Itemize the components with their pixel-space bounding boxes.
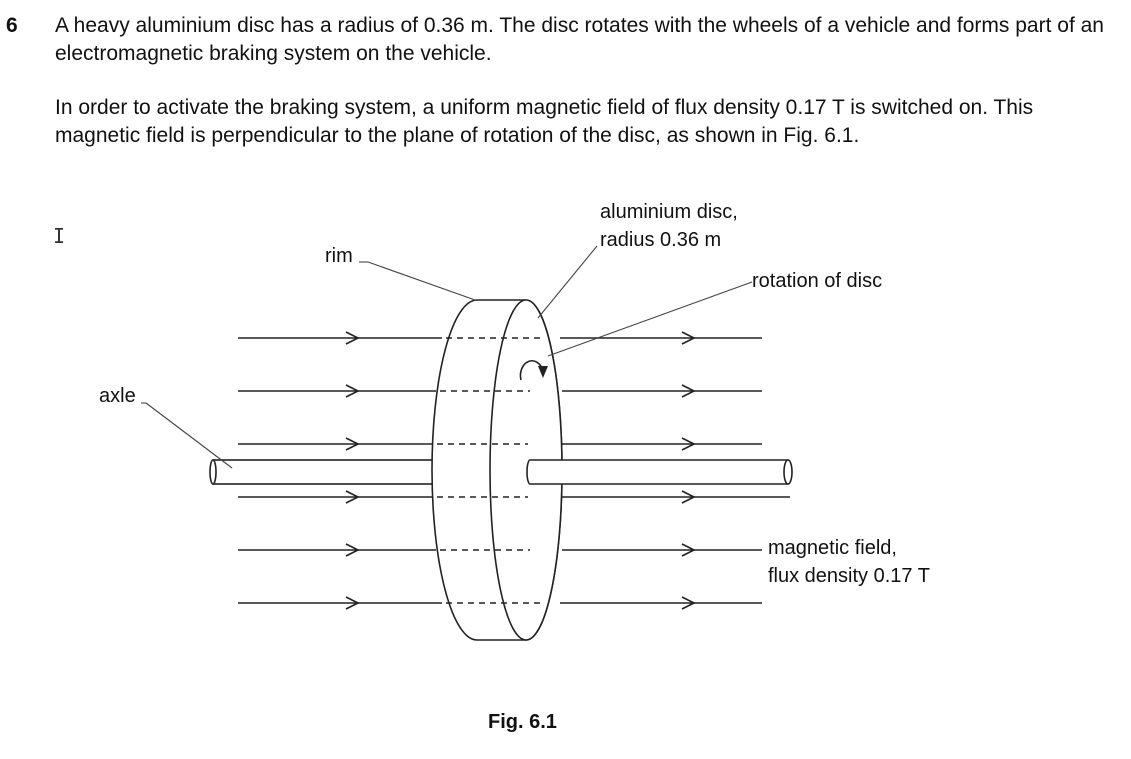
label-magnetic-field: magnetic field, flux density 0.17 T: [768, 537, 930, 587]
field-arrowheads-right: [681, 331, 696, 610]
arrowhead-icon: [345, 384, 360, 398]
axle-left: [209, 459, 432, 485]
question-paragraph-2: In order to activate the braking system,…: [55, 96, 1034, 147]
label-rotation-of-disc: rotation of disc: [752, 270, 883, 292]
question-number: 6: [6, 14, 18, 37]
arrowhead-icon: [345, 437, 360, 451]
figure-caption: Fig. 6.1: [488, 711, 557, 733]
field-arrowheads-left: [345, 331, 360, 610]
leader-disc: [537, 245, 598, 319]
arrowhead-icon: [345, 543, 360, 557]
arrowhead-icon: [681, 596, 696, 610]
arrowhead-icon: [681, 543, 696, 557]
label-aluminium-disc: aluminium disc, radius 0.36 m: [600, 201, 738, 251]
field-lines-left: [238, 337, 442, 604]
label-rim: rim: [325, 245, 353, 267]
text-cursor-icon: I: [53, 224, 66, 248]
arrowhead-icon: [345, 596, 360, 610]
leader-axle: [145, 402, 233, 469]
arrowhead-icon: [345, 490, 360, 504]
field-lines-through-disc: [437, 337, 540, 604]
field-lines-right: [560, 337, 790, 604]
leader-rim: [367, 261, 476, 301]
question-paragraph-1: A heavy aluminium disc has a radius of 0…: [55, 14, 1104, 65]
leader-lines: [141, 245, 753, 469]
aluminium-disc: [431, 299, 563, 641]
axle-right: [526, 459, 793, 485]
arrowhead-icon: [681, 437, 696, 451]
rotation-arrow-icon: [519, 360, 548, 381]
leader-rotation: [547, 281, 753, 357]
arrowhead-icon: [345, 331, 360, 345]
label-axle: axle: [99, 385, 136, 407]
arrowhead-icon: [681, 384, 696, 398]
arrowhead-icon: [681, 490, 696, 504]
arrowhead-icon: [681, 331, 696, 345]
